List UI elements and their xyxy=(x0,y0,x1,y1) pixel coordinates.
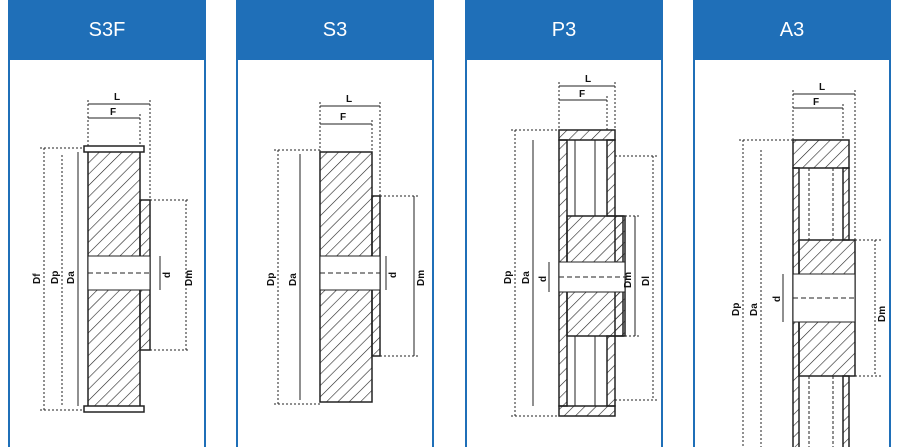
pulley-diagram-p3: L F Dp Da d Dm Dl xyxy=(503,74,657,417)
label-d: d xyxy=(388,272,399,278)
pulley-diagram-s3f: L F Df Dp Da d Dm xyxy=(32,92,195,413)
pulley-card-a3: A3 xyxy=(693,0,891,447)
pulley-section xyxy=(83,145,151,413)
label-Dm: Dm xyxy=(184,270,195,286)
label-Da: Da xyxy=(749,303,760,316)
label-Dp: Dp xyxy=(50,271,61,284)
label-Df: Df xyxy=(32,273,43,284)
label-L: L xyxy=(346,94,352,105)
label-Dl: Dl xyxy=(641,276,652,286)
label-Da: Da xyxy=(66,271,77,284)
label-Dp: Dp xyxy=(266,273,277,286)
label-F: F xyxy=(813,97,819,108)
pulley-section xyxy=(558,129,626,417)
pulley-section xyxy=(792,139,856,447)
pulley-diagram-a3: L F Dp Da d Dm xyxy=(731,82,888,447)
label-F: F xyxy=(579,89,585,100)
dimension-lines xyxy=(511,82,657,417)
label-F: F xyxy=(110,107,116,118)
pulley-card-s3f: S3F xyxy=(8,0,206,447)
label-d: d xyxy=(538,276,549,282)
dimension-lines xyxy=(40,100,190,411)
card-title-s3: S3 xyxy=(238,0,432,60)
card-title-p3: P3 xyxy=(467,0,661,60)
pulley-section xyxy=(319,151,381,403)
label-L: L xyxy=(819,82,825,93)
pulley-card-s3: S3 L F Dp xyxy=(236,0,434,447)
label-d: d xyxy=(162,272,173,278)
label-Dm: Dm xyxy=(877,306,888,322)
card-title-a3: A3 xyxy=(695,0,889,60)
label-Dm: Dm xyxy=(623,272,634,288)
dimension-lines xyxy=(274,102,418,405)
label-L: L xyxy=(585,74,591,85)
label-L: L xyxy=(114,92,120,103)
card-title-s3f: S3F xyxy=(10,0,204,60)
label-d: d xyxy=(772,296,783,302)
label-Dp: Dp xyxy=(503,271,514,284)
label-Da: Da xyxy=(288,273,299,286)
dimension-lines xyxy=(739,90,881,447)
pulley-diagram-s3: L F Dp Da d Dm xyxy=(266,94,427,405)
label-Da: Da xyxy=(521,271,532,284)
label-Dm: Dm xyxy=(416,270,427,286)
label-Dp: Dp xyxy=(731,303,742,316)
pulley-card-p3: P3 xyxy=(465,0,663,447)
label-F: F xyxy=(340,112,346,123)
